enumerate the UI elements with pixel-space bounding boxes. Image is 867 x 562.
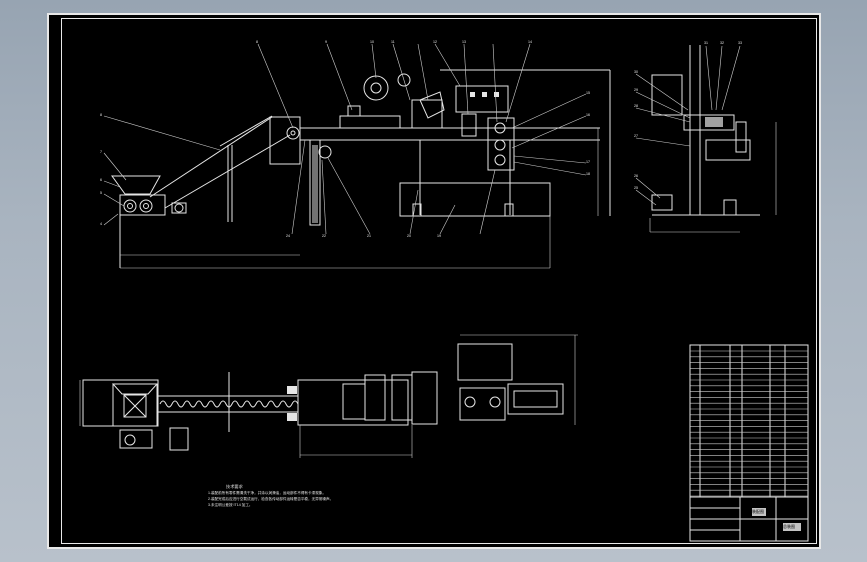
note-line-3: 3.未注明公差按 IT14 加工。: [208, 503, 253, 507]
callout-19: 19: [437, 234, 441, 238]
drawing-frame: [61, 18, 817, 544]
callout-top-13: 13: [462, 40, 466, 44]
callout-top-14: 14: [528, 40, 532, 44]
callout-15: 15: [586, 91, 590, 95]
callout-18: 18: [586, 172, 590, 176]
callout-top-9: 9: [325, 40, 327, 44]
callout-17: 17: [586, 160, 590, 164]
callout-7: 7: [100, 150, 102, 154]
note-line-2: 2.装配完成后应进行空载试运行，检查各传动部件运转是否平稳，无异常噪声。: [208, 497, 334, 501]
title-block: [689, 496, 809, 542]
callout-28: 28: [634, 104, 638, 108]
callout-29: 29: [634, 88, 638, 92]
callout-27: 27: [634, 134, 638, 138]
callout-6: 6: [100, 178, 102, 182]
callout-8: 8: [100, 113, 102, 117]
callout-top-11: 11: [391, 40, 395, 44]
callout-4: 4: [100, 222, 102, 226]
plan-view: [79, 334, 578, 458]
callout-top-10: 10: [370, 40, 374, 44]
drawing-number: 总装图: [783, 524, 795, 529]
drawing-sheet: [47, 13, 821, 549]
callout-20: 20: [407, 234, 411, 238]
callout-25: 25: [634, 186, 638, 190]
note-line-1: 1.装配前所有零件需清洗干净，并涂以润滑油，运动部件不得有卡滞现象。: [208, 491, 326, 495]
callout-21: 21: [367, 234, 371, 238]
callout-top-12: 12: [433, 40, 437, 44]
notes-heading: 技术要求: [226, 484, 243, 489]
callout-22: 22: [322, 234, 326, 238]
callout-24: 24: [286, 234, 290, 238]
parts-list-table: [689, 344, 809, 498]
callout-33: 33: [738, 41, 742, 45]
parts-list-rows: [690, 350, 808, 497]
callout-top-8: 8: [256, 40, 258, 44]
callout-16: 16: [586, 113, 590, 117]
side-section-view: [635, 45, 777, 233]
callout-30: 30: [634, 70, 638, 74]
callout-26: 26: [634, 174, 638, 178]
callout-32: 32: [720, 41, 724, 45]
callout-5: 5: [100, 191, 102, 195]
front-elevation-view: [103, 43, 611, 269]
drawing-title: 装配图: [752, 509, 764, 514]
callout-31: 31: [704, 41, 708, 45]
